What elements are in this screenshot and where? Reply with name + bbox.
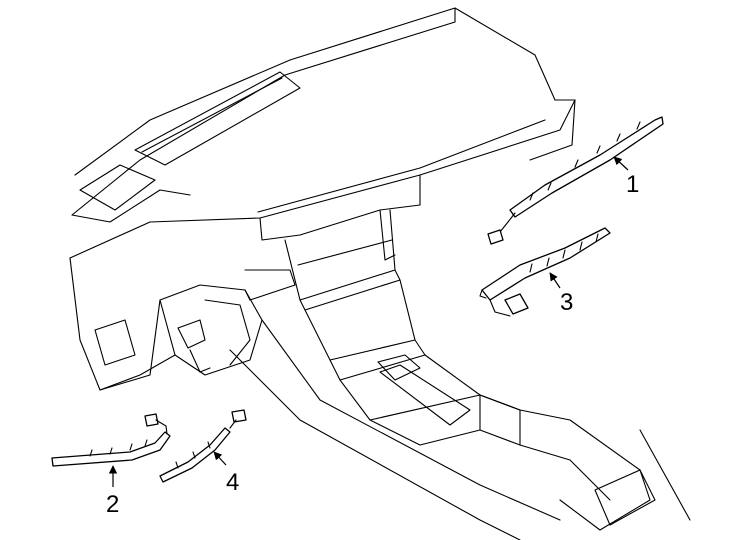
callout-number-2: 2 <box>106 491 119 518</box>
callout-number-1: 1 <box>626 171 639 198</box>
callout-number-3: 3 <box>560 289 573 316</box>
callout-4: 4 <box>213 451 239 496</box>
callout-3: 3 <box>549 272 573 316</box>
part-1-upper-dash-light-strip <box>487 116 664 245</box>
part-3-mid-dash-light-strip <box>479 227 611 317</box>
dashboard-outline <box>69 7 691 540</box>
part-4-center-lower-light-strip <box>159 409 247 483</box>
part-2-left-lower-light-strip <box>51 413 171 467</box>
callout-1: 1 <box>613 156 639 198</box>
callout-2: 2 <box>106 465 119 518</box>
callout-number-4: 4 <box>226 469 239 496</box>
